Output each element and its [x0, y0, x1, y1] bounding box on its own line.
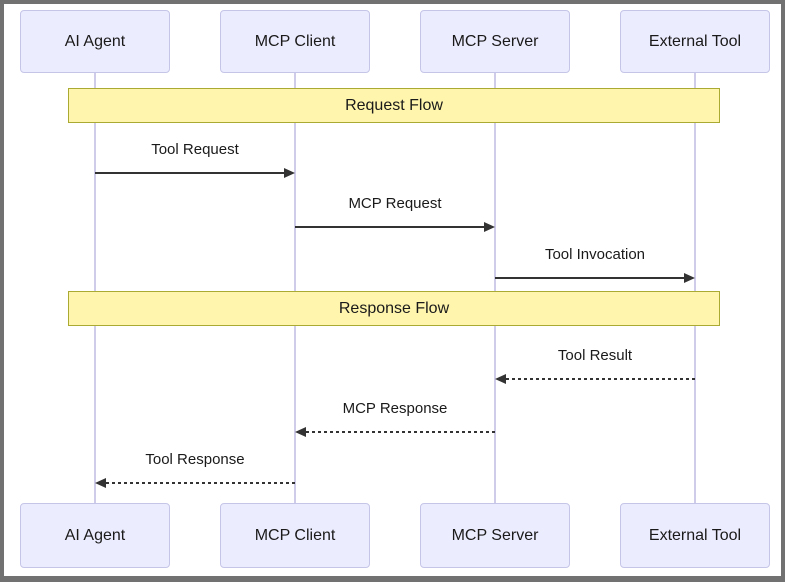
note-request-flow-label: Request Flow [345, 96, 443, 114]
actor-box-ai-agent-top: AI Agent [20, 10, 170, 73]
actor-label: MCP Server [451, 32, 539, 50]
arrowhead-right-icon [684, 273, 695, 283]
actor-label: MCP Client [254, 32, 336, 50]
actor-box-ai-agent-bottom: AI Agent [20, 503, 170, 568]
actor-label: AI Agent [64, 526, 126, 544]
message-label-tool-result: Tool Result [557, 347, 633, 364]
arrowhead-left-icon [295, 427, 306, 437]
message-label-tool-request: Tool Request [151, 141, 239, 158]
actor-box-mcp-server-top: MCP Server [420, 10, 570, 73]
message-line-tool-invocation [495, 277, 685, 279]
message-line-tool-response [106, 482, 295, 484]
lifeline-mcp-client [294, 73, 296, 503]
arrowhead-right-icon [484, 222, 495, 232]
actor-label: External Tool [648, 526, 742, 544]
arrowhead-right-icon [284, 168, 295, 178]
actor-box-mcp-client-top: MCP Client [220, 10, 370, 73]
actor-box-mcp-server-bottom: MCP Server [420, 503, 570, 568]
message-label-mcp-response: MCP Response [342, 400, 448, 417]
actor-label: MCP Server [451, 526, 539, 544]
message-line-tool-result [506, 378, 695, 380]
actor-label: External Tool [648, 32, 742, 50]
lifeline-ai-agent [94, 73, 96, 503]
message-line-tool-request [95, 172, 285, 174]
message-line-mcp-request [295, 226, 485, 228]
lifeline-mcp-server [494, 73, 496, 503]
actor-label: AI Agent [64, 32, 126, 50]
lifeline-external-tool [694, 73, 696, 503]
arrowhead-left-icon [495, 374, 506, 384]
arrowhead-left-icon [95, 478, 106, 488]
message-line-mcp-response [306, 431, 495, 433]
note-response-flow-label: Response Flow [338, 299, 450, 317]
actor-box-external-tool-bottom: External Tool [620, 503, 770, 568]
message-label-mcp-request: MCP Request [348, 195, 442, 212]
actor-box-mcp-client-bottom: MCP Client [220, 503, 370, 568]
message-label-tool-invocation: Tool Invocation [544, 246, 646, 263]
actor-box-external-tool-top: External Tool [620, 10, 770, 73]
note-response-flow: Response Flow [68, 291, 720, 326]
actor-label: MCP Client [254, 526, 336, 544]
note-request-flow: Request Flow [68, 88, 720, 123]
message-label-tool-response: Tool Response [145, 451, 245, 468]
